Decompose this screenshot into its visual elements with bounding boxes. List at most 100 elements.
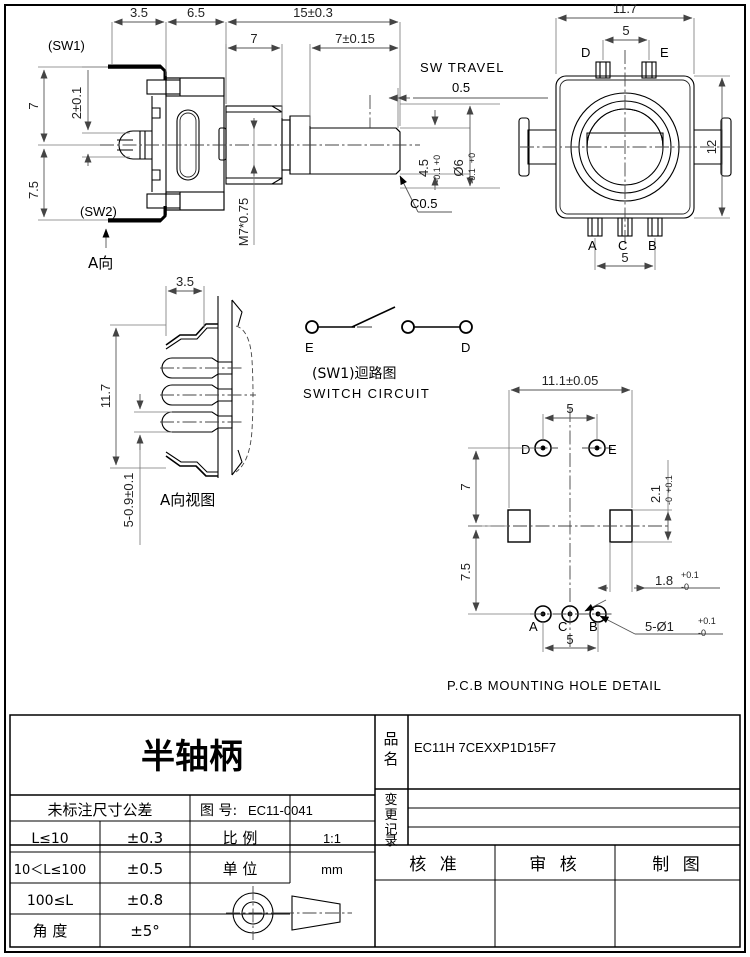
dim-3p5-side: 3.5 — [111, 5, 167, 76]
pcb-label-e: E — [608, 442, 617, 457]
tolerance-value-3: ±5° — [130, 922, 160, 940]
dim-7p015: 7±0.15 — [309, 31, 399, 126]
dim-tol-4p5-upper: +0 — [432, 155, 442, 165]
tolerance-range-0: L≤10 — [31, 831, 68, 847]
front-terminal-label-e: E — [660, 45, 669, 60]
pcb-label-b: B — [589, 619, 598, 634]
dim-value-11p1: 11.1±0.05 — [542, 373, 599, 388]
unit-label: 单 位 — [223, 860, 258, 878]
circuit-title-en: SWITCH CIRCUIT — [303, 386, 430, 401]
dim-value-7-left: 7 — [26, 102, 41, 109]
dim-6p5-side: 6.5 — [167, 5, 227, 104]
dim-11p1-pcb: 11.1±0.05 — [508, 373, 633, 508]
a-view-top-leg — [165, 323, 218, 346]
circuit-title-cn: (SW1)迴路图 — [312, 366, 397, 382]
check-signature-field[interactable] — [495, 880, 615, 947]
a-direction-view: 3.5 11.7 5-0.9±0.1 A向视图 — [98, 274, 256, 545]
pcb-label-a: A — [529, 619, 538, 634]
dim-5-top-pcb: 5 — [542, 401, 598, 440]
dim-value-7-pcb: 7 — [458, 483, 473, 490]
approve-signature-field[interactable] — [375, 880, 495, 947]
third-angle-projection-symbol — [226, 886, 352, 940]
sw-travel-label: SW TRAVEL — [420, 60, 505, 75]
side-elevation-view: 3.5 6.5 15±0.3 7 7±0.15 — [26, 5, 548, 272]
sw1-terminal-leg — [108, 67, 167, 80]
dim-tol-1p8-lower: -0 — [681, 582, 689, 592]
label-a-direction: A向 — [88, 254, 113, 272]
tolerance-range-1: 10＜L≤100 — [14, 863, 87, 878]
shaft-d-flat-front — [586, 108, 664, 148]
dim-3p5-aview: 3.5 — [165, 274, 205, 336]
dim-value-7-bushing: 7 — [250, 31, 257, 46]
dim-value-pin-thickness: 5-0.9±0.1 — [121, 473, 136, 528]
dim-value-hole-callout: 5-Ø1 — [645, 619, 674, 634]
drawing-no-value: EC11-0041 — [248, 803, 313, 818]
dim-value-7p015: 7±0.15 — [335, 31, 375, 46]
front-terminal-label-c: C — [618, 238, 627, 253]
tolerance-value-1: ±0.5 — [127, 860, 163, 878]
circuit-node-e — [305, 320, 319, 334]
dim-value-11p7: 11.7 — [613, 1, 637, 16]
pcb-hole-callout: 5-Ø1 +0.1 -0 — [584, 599, 723, 638]
circuit-label-e: E — [305, 340, 314, 355]
check-label: 审 核 — [529, 855, 580, 875]
tolerance-header: 未标注尺寸公差 — [47, 801, 152, 819]
front-terminal-label-a: A — [588, 238, 597, 253]
approve-label: 核 准 — [409, 855, 460, 875]
switch-circuit-diagram: E D (SW1)迴路图 SWITCH CIRCUIT — [303, 306, 473, 401]
dim-5-bottom-front: 5 — [594, 238, 656, 270]
dim-shaft-flat: 4.5 +0 -0.1 — [400, 110, 470, 190]
dim-value-5-bottom: 5 — [621, 250, 628, 265]
dim-11p7-aview: 11.7 — [98, 324, 166, 469]
dim-15-side: 15±0.3 — [227, 5, 401, 126]
tolerance-value-0: ±0.3 — [127, 829, 163, 847]
thread-callout: M7*0.75 — [236, 118, 258, 246]
dim-value-2pm0p1: 2±0.1 — [69, 87, 84, 119]
change-record-label-c2: 更 — [384, 808, 397, 823]
circuit-node-mid — [401, 320, 415, 334]
change-row-0[interactable] — [408, 789, 740, 808]
part-title: 半轴柄 — [141, 737, 243, 777]
a-view-pins — [160, 357, 256, 433]
chamfer-callout: C0.5 — [399, 175, 452, 213]
encoder-body — [146, 77, 227, 211]
dim-tol-hole-lower: -0 — [698, 628, 706, 638]
front-elevation-view: 11.7 5 5 12 D E A C B — [518, 1, 732, 270]
dim-value-5-top-pcb: 5 — [566, 401, 573, 416]
dim-tol-hole-upper: +0.1 — [698, 616, 716, 626]
draw-label: 制 图 — [652, 855, 703, 875]
front-terminal-label-d: D — [581, 45, 590, 60]
change-row-1[interactable] — [408, 808, 740, 827]
change-row-2[interactable] — [408, 827, 740, 845]
change-record-label-c4: 录 — [384, 834, 397, 849]
dim-tol-2p1-lower: -0 — [664, 497, 674, 505]
dim-tol-4p5-lower: -0.1 — [432, 167, 442, 183]
product-name-label-c1: 品 — [383, 730, 398, 748]
title-block: 半轴柄 未标注尺寸公差 L≤10 ±0.3 10＜L≤100 ±0.5 100≤… — [9, 714, 741, 948]
drawing-no-label: 图 号: — [200, 803, 237, 819]
dim-value-1p8: 1.8 — [655, 573, 673, 588]
pcb-mounting-hole-detail: D E A C B 11.1±0.05 5 5 — [447, 373, 723, 693]
dim-7p5-left: 7.5 — [26, 148, 108, 221]
pcb-label-c: C — [558, 619, 567, 634]
a-view-phantom-edge — [235, 325, 254, 473]
circuit-switch-arm — [351, 306, 396, 328]
dim-value-11p7-aview: 11.7 — [98, 384, 113, 408]
dim-value-2p1: 2.1 — [648, 485, 663, 503]
dim-5-top-front: 5 — [602, 23, 650, 60]
dim-value-12: 12 — [704, 140, 719, 154]
thread-spec-text: M7*0.75 — [236, 198, 251, 246]
scale-label: 比 例 — [223, 829, 258, 847]
dim-7-bushing: 7 — [225, 31, 283, 118]
circuit-node-d — [459, 320, 473, 334]
dim-value-7p5-left: 7.5 — [26, 181, 41, 199]
draw-signature-field[interactable] — [615, 880, 740, 947]
dim-tol-1p8-upper: +0.1 — [681, 570, 699, 580]
dim-12-front: 12 — [694, 75, 730, 219]
dim-2p1-pcb: 2.1 +0.1 -0 — [632, 460, 674, 543]
dim-value-3p5-aview: 3.5 — [176, 274, 194, 289]
dim-value-3p5: 3.5 — [130, 5, 148, 20]
dim-value-5-bottom-pcb: 5 — [566, 632, 573, 647]
pcb-label-d: D — [521, 442, 530, 457]
